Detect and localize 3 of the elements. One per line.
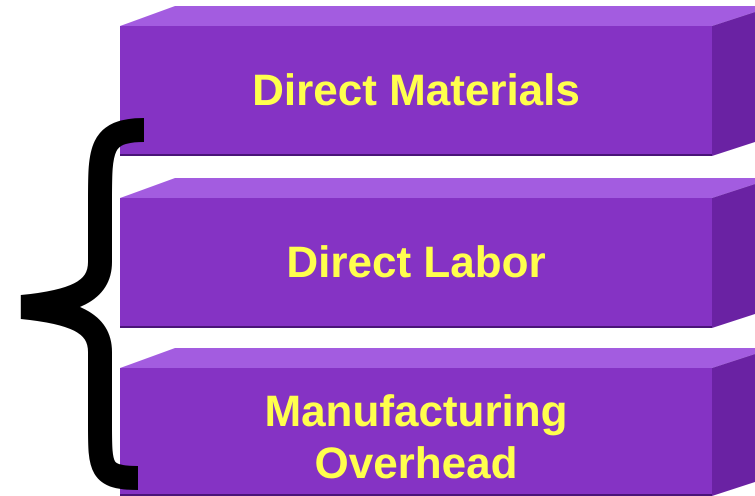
block-label: Direct Materials (252, 65, 580, 117)
block-label: Direct Labor (286, 237, 546, 289)
block-label: Manufacturing Overhead (263, 386, 569, 490)
